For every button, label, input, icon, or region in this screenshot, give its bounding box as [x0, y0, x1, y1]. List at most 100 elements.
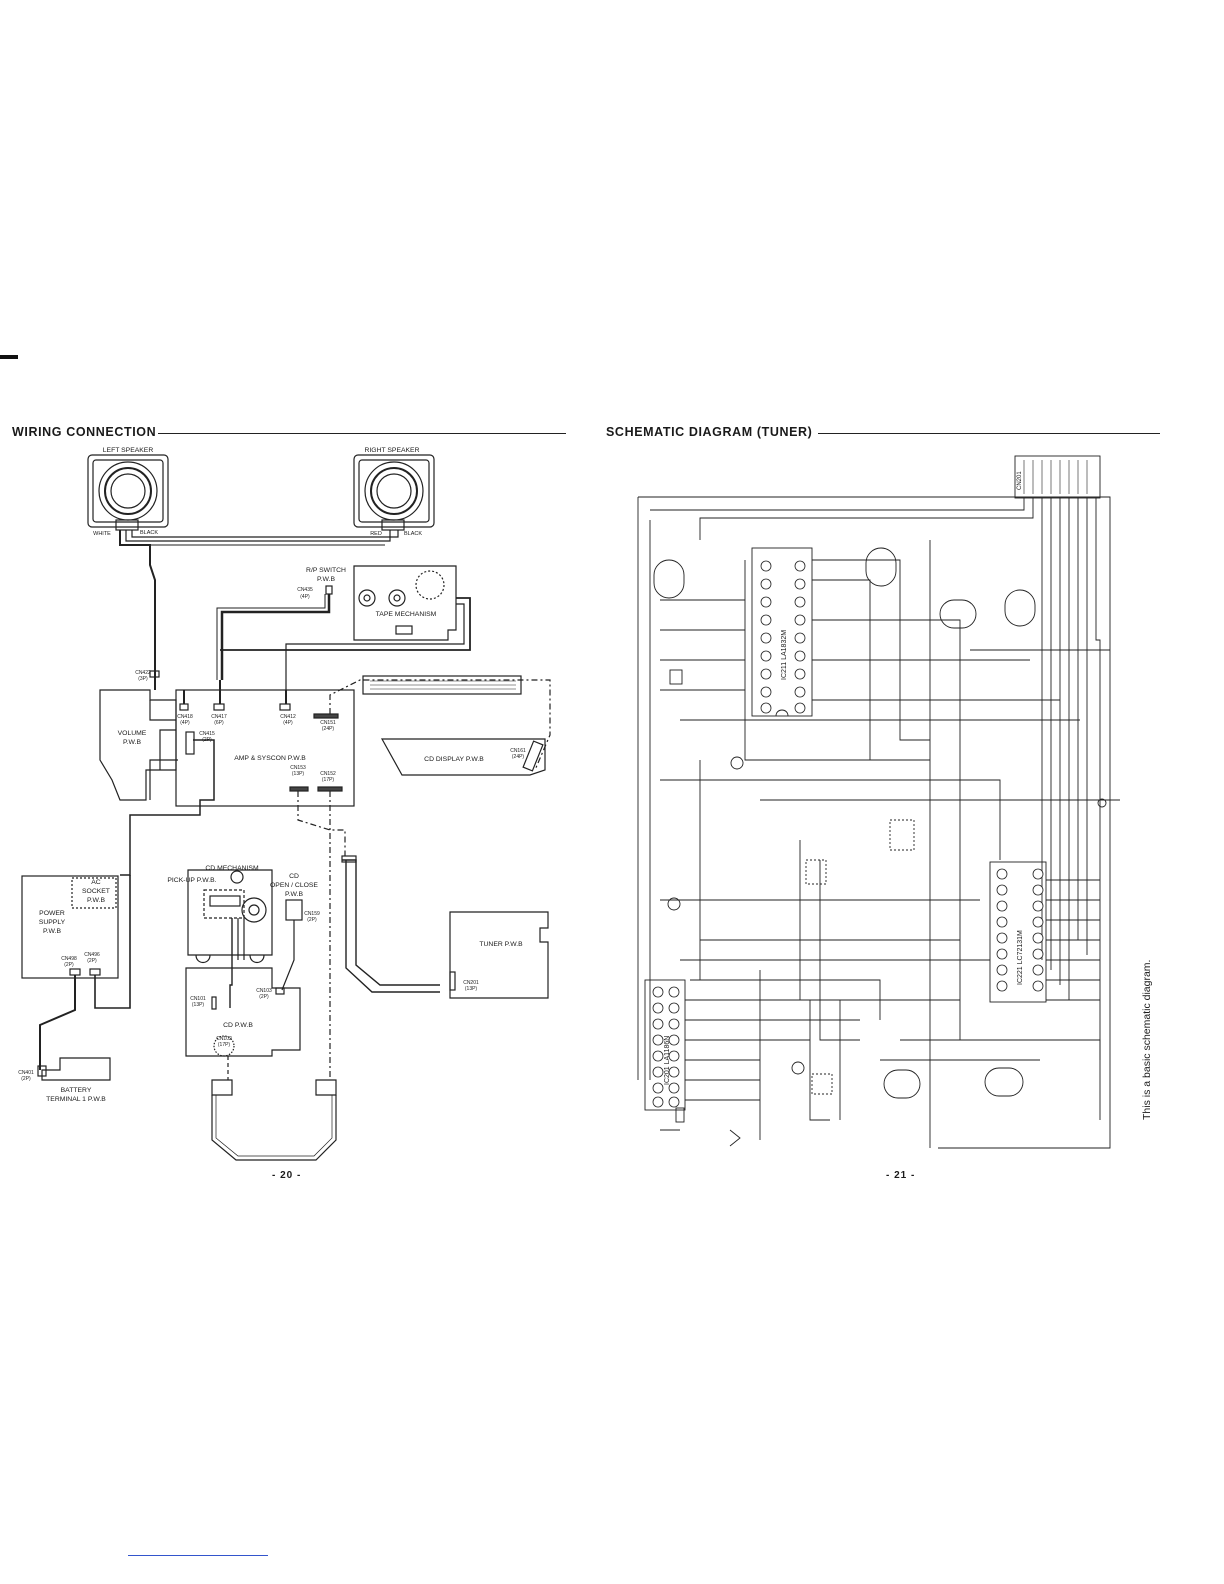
label-cn161-pins: (24P) [512, 754, 525, 760]
label-cn201-schematic: CN201 [1017, 471, 1023, 490]
label-cn498-pins: (2P) [64, 962, 74, 968]
label-cn418: CN418 [177, 714, 193, 720]
label-cn102: CN102 [216, 1036, 232, 1042]
transistor-q2 [865, 547, 897, 587]
transistor-q6 [984, 1067, 1024, 1097]
label-cn422: CN422 [135, 670, 151, 676]
label-cd-mechanism: CD MECHANISM [205, 865, 259, 872]
label-cn103: CN103 [256, 988, 272, 994]
label-black-right: BLACK [404, 531, 422, 537]
label-cn159: CN159 [304, 911, 320, 917]
tuner-schematic: IC211 LA1832M IC221 LC72131M IC201 LA118… [637, 455, 1120, 1149]
label-ic201: IC201 LA1186N [664, 1036, 671, 1085]
label-white: WHITE [93, 531, 111, 537]
label-cn401-pins: (2P) [21, 1076, 31, 1082]
page-number-left: - 20 - [272, 1170, 302, 1181]
label-cn101: CN101 [190, 996, 206, 1002]
label-cn435: CN435 [297, 587, 313, 593]
right-speaker [353, 454, 435, 531]
label-cn417: CN417 [211, 714, 227, 720]
label-cn102-pins: (17P) [218, 1042, 231, 1048]
label-battery-2: TERMINAL 1 P.W.B [46, 1096, 106, 1103]
label-cn496: CN496 [84, 952, 100, 958]
transistor-q3 [939, 599, 977, 629]
schematic-heading-rule [818, 433, 1160, 434]
label-battery-1: BATTERY [61, 1087, 92, 1094]
transistor-q4 [1004, 589, 1036, 627]
label-cn415-pins: (2P) [202, 737, 212, 743]
label-cn415: CN415 [199, 731, 215, 737]
label-cn151-pins: (24P) [322, 726, 335, 732]
tuner-pwb [449, 911, 549, 999]
label-cn498: CN498 [61, 956, 77, 962]
label-black-left: BLACK [140, 530, 158, 536]
label-amp-syscon: AMP & SYSCON P.W.B [234, 755, 306, 762]
label-cn418-pins: (4P) [180, 720, 190, 726]
label-ic211: IC211 LA1832M [781, 630, 788, 680]
label-cn159-pins: (2P) [307, 917, 317, 923]
label-cn401: CN401 [18, 1070, 34, 1076]
label-cn153: CN153 [290, 765, 306, 771]
label-power-supply-3: P.W.B [43, 928, 61, 935]
label-cd-display: CD DISPLAY P.W.B [424, 756, 484, 763]
label-volume-pwb: P.W.B [123, 739, 141, 746]
bottom-link-underline [128, 1555, 268, 1556]
label-cn151: CN151 [320, 720, 336, 726]
label-cn412: CN412 [280, 714, 296, 720]
label-cn153-pins: (13P) [292, 771, 305, 777]
label-cn161: CN161 [510, 748, 526, 754]
label-ic221: IC221 LC72131M [1017, 930, 1024, 985]
label-left-speaker: LEFT SPEAKER [103, 447, 154, 454]
wiring-diagram: LEFT SPEAKER RIGHT SPEAKER WHITE BLACK R… [18, 447, 551, 1161]
label-red: RED [370, 531, 382, 537]
volume-pwb [99, 670, 177, 801]
label-tuner-pwb: TUNER P.W.B [479, 941, 523, 948]
label-right-speaker: RIGHT SPEAKER [364, 447, 419, 454]
wiring-connection-heading: WIRING CONNECTION [12, 425, 157, 439]
label-tape-mechanism: TAPE MECHANISM [376, 611, 437, 618]
bottom-flex-cable [211, 1079, 337, 1161]
label-cn152-pins: (17P) [322, 777, 335, 783]
label-cn496-pins: (2P) [87, 958, 97, 964]
schematic-diagram-heading: SCHEMATIC DIAGRAM (TUNER) [606, 425, 813, 439]
ic201 [644, 979, 686, 1111]
scan-mark [0, 355, 18, 359]
label-ac-socket-3: P.W.B [87, 897, 105, 904]
left-speaker [87, 454, 169, 531]
label-ac-socket-1: AC [91, 879, 101, 886]
label-cn417-pins: (6P) [214, 720, 224, 726]
label-rp-switch: R/P SWITCH [306, 567, 346, 574]
ic211 [751, 547, 813, 717]
label-cn201: CN201 [463, 980, 479, 986]
label-power-supply-1: POWER [39, 910, 65, 917]
label-rp-switch-pwb: P.W.B [317, 576, 335, 583]
basic-schematic-note: This is a basic schematic diagram. [1141, 959, 1153, 1120]
label-cd-open-close-1: CD [289, 873, 299, 880]
amp-syscon-pwb [120, 680, 355, 876]
transistor-q5 [883, 1069, 921, 1099]
label-cn412-pins: (4P) [283, 720, 293, 726]
label-ac-socket-2: SOCKET [82, 888, 110, 895]
label-cd-open-close-2: OPEN / CLOSE [270, 882, 318, 889]
label-cn101-pins: (13P) [192, 1002, 205, 1008]
label-power-supply-2: SUPPLY [39, 919, 66, 926]
ic221 [989, 861, 1047, 1003]
label-cn103-pins: (2P) [259, 994, 269, 1000]
cn201-connector [1014, 455, 1101, 499]
label-cn435-pins: (4P) [300, 594, 310, 600]
label-cn201-pins: (13P) [465, 986, 478, 992]
tape-mechanism [220, 565, 471, 690]
transistor-q1 [653, 559, 685, 599]
wiring-heading-rule [158, 433, 566, 434]
label-cd-pwb: CD P.W.B [223, 1022, 253, 1029]
battery-terminal-pwb [37, 1057, 111, 1081]
cd-mechanism [187, 869, 273, 1008]
label-pickup-pwb: PICK-UP P.W.B. [167, 877, 216, 884]
power-supply-pwb [21, 875, 131, 1070]
label-cd-open-close-3: P.W.B [285, 891, 303, 898]
page-number-right: - 21 - [886, 1170, 916, 1181]
cd-pwb [185, 967, 301, 1080]
label-cn152: CN152 [320, 771, 336, 777]
label-cn422-pins: (3P) [138, 676, 148, 682]
cd-display-pwb [380, 738, 546, 776]
